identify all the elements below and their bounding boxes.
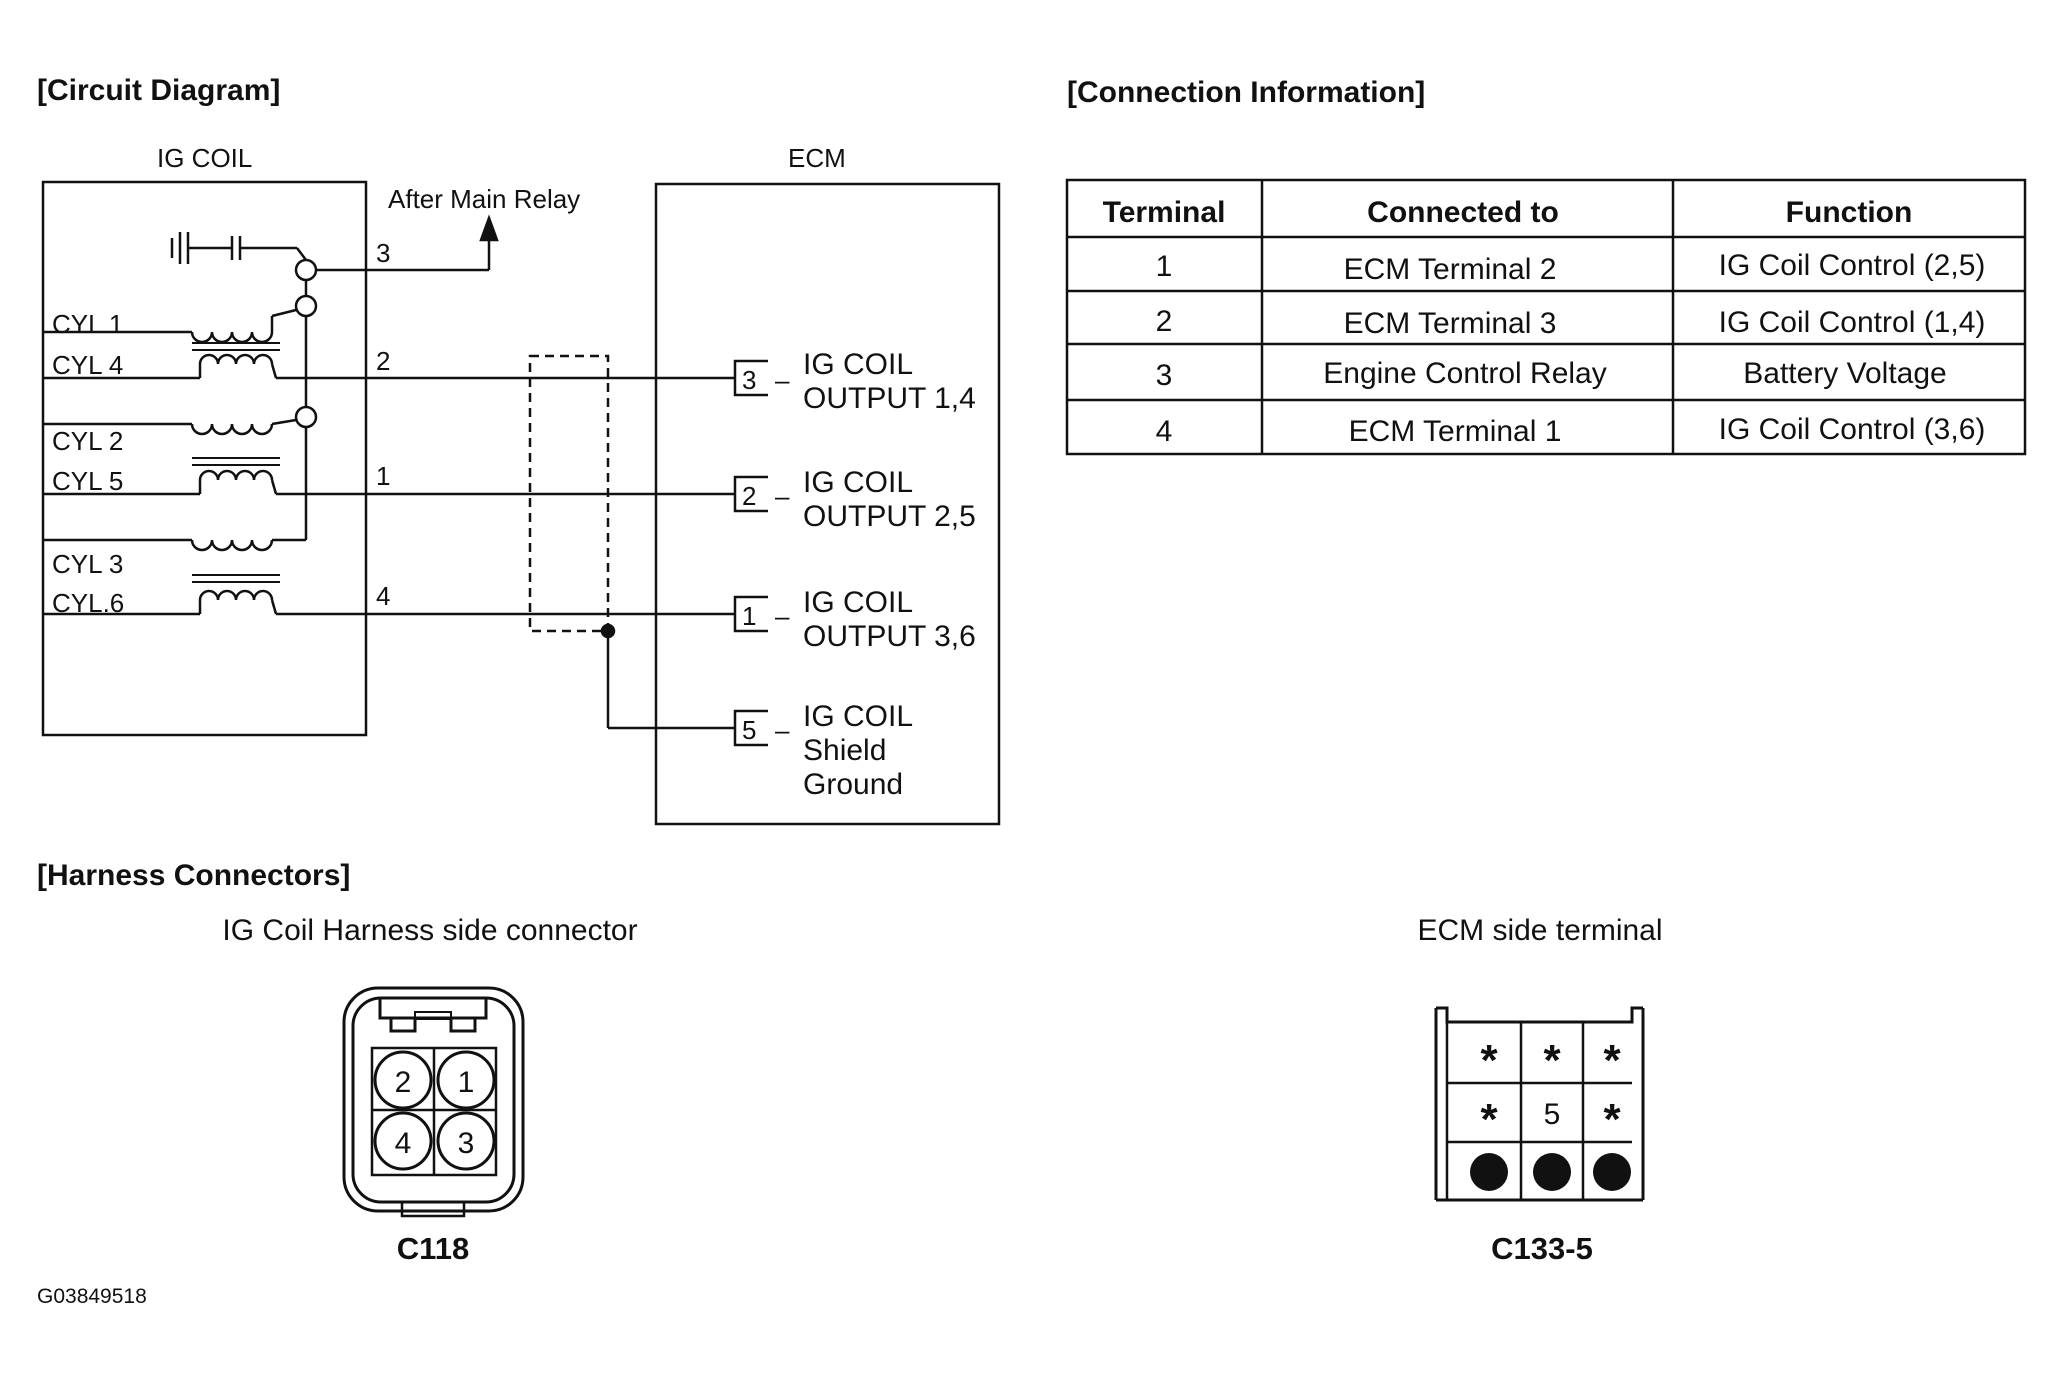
ecm-pin-bracket [733, 359, 768, 397]
cyl-label: CYL.6 [52, 588, 124, 618]
junction-node [294, 258, 318, 282]
ecm-label: ECM [788, 143, 846, 173]
ecm-pin-number: 3 [742, 365, 756, 395]
ecm-pin-number: 2 [742, 481, 756, 511]
table-cell: 2 [1156, 305, 1173, 338]
ecm-terminal-filled-dot [1593, 1153, 1631, 1191]
table-header: Function [1786, 196, 1913, 229]
ecm-pin-bracket [733, 475, 768, 513]
cyl-label: CYL 4 [52, 350, 123, 380]
ecm-side-terminal [1434, 1006, 1645, 1202]
wire-number: 2 [376, 346, 390, 376]
ecm-box [654, 182, 1001, 826]
junction-node [294, 294, 318, 318]
cyl-label: CYL 5 [52, 466, 123, 496]
ig-coil-box [41, 180, 368, 737]
ecm-output-label: OUTPUT 1,4 [803, 382, 976, 415]
ig-coil-pin-number: 2 [395, 1066, 412, 1099]
ecm-terminal-cell: * [1603, 1036, 1621, 1085]
ecm-pin-bracket [733, 595, 768, 633]
coil-pair-1 [43, 308, 735, 380]
ecm-terminal-id: C133-5 [1491, 1231, 1593, 1266]
circuit-schematic [41, 180, 1001, 826]
ecm-terminal-title: ECM side terminal [1417, 914, 1662, 947]
ecm-pin-dash: – [775, 601, 790, 631]
table-header: Connected to [1367, 196, 1559, 229]
table-cell: ECM Terminal 1 [1349, 415, 1562, 448]
ecm-output-label: IG COIL [803, 348, 913, 381]
coil-pair-3 [43, 538, 735, 616]
ig-coil-label: IG COIL [157, 143, 252, 173]
ecm-output-label: IG COIL [803, 466, 913, 499]
junction-node [294, 405, 318, 429]
ig-coil-pin-number: 3 [458, 1127, 475, 1160]
ecm-pin-dash: – [775, 365, 790, 395]
cyl-label: CYL 3 [52, 549, 123, 579]
ecm-output-label: IG COIL [803, 700, 913, 733]
ecm-pin-number: 5 [742, 715, 756, 745]
ecm-pin-number: 1 [742, 601, 756, 631]
table-cell: IG Coil Control (1,4) [1719, 306, 1986, 339]
circuit-diagram-heading: [Circuit Diagram] [37, 74, 280, 107]
ecm-terminal-filled-dot [1470, 1153, 1508, 1191]
wire-number: 3 [376, 238, 390, 268]
table-cell: ECM Terminal 3 [1344, 307, 1557, 340]
table-cell: 4 [1156, 415, 1173, 448]
harness-connectors-heading: [Harness Connectors] [37, 859, 350, 892]
ig-coil-connector [342, 986, 525, 1218]
table-cell: IG Coil Control (3,6) [1719, 413, 1986, 446]
capacitor-symbol [170, 232, 307, 264]
table-cell: ECM Terminal 2 [1344, 253, 1557, 286]
table-cell: 3 [1156, 359, 1173, 392]
after-main-relay-label: After Main Relay [388, 184, 580, 214]
ecm-pin-dash: – [775, 715, 790, 745]
wire-number: 1 [376, 461, 390, 491]
wire-number: 4 [376, 581, 390, 611]
ecm-output-label: Shield [803, 734, 886, 767]
ecm-terminal-cell: * [1480, 1095, 1498, 1144]
table-header: Terminal [1103, 196, 1226, 229]
ig-coil-pin-number: 4 [395, 1127, 412, 1160]
ecm-output-label: Ground [803, 768, 903, 801]
coil-pair-2 [43, 418, 735, 496]
connection-table: Terminal Connected to Function 1 ECM Ter… [1065, 178, 2027, 456]
ecm-pin-bracket [733, 709, 768, 747]
cyl-label: CYL 2 [52, 426, 123, 456]
connection-info-heading: [Connection Information] [1067, 76, 1425, 109]
ecm-terminal-cell: * [1543, 1036, 1561, 1085]
ecm-terminal-filled-dot [1533, 1153, 1571, 1191]
table-cell: Battery Voltage [1743, 357, 1946, 390]
ig-coil-connector-title: IG Coil Harness side connector [222, 914, 637, 947]
shield-dashed-box [528, 354, 610, 633]
ig-coil-connector-id: C118 [397, 1231, 469, 1266]
table-cell: 1 [1156, 250, 1173, 283]
ig-coil-pin-number: 1 [458, 1066, 475, 1099]
ecm-terminal-cell: * [1603, 1095, 1621, 1144]
table-cell: Engine Control Relay [1323, 357, 1607, 390]
figure-id: G03849518 [37, 1285, 147, 1308]
relay-arrow-icon [479, 214, 499, 242]
ecm-pin-dash: – [775, 481, 790, 511]
table-cell: IG Coil Control (2,5) [1719, 249, 1986, 282]
ecm-terminal-cell: 5 [1544, 1098, 1561, 1131]
ecm-output-label: OUTPUT 3,6 [803, 620, 976, 653]
ecm-output-label: IG COIL [803, 586, 913, 619]
ecm-terminal-cell: * [1480, 1036, 1498, 1085]
cyl-label: CYL 1 [52, 309, 123, 339]
ecm-output-label: OUTPUT 2,5 [803, 500, 976, 533]
